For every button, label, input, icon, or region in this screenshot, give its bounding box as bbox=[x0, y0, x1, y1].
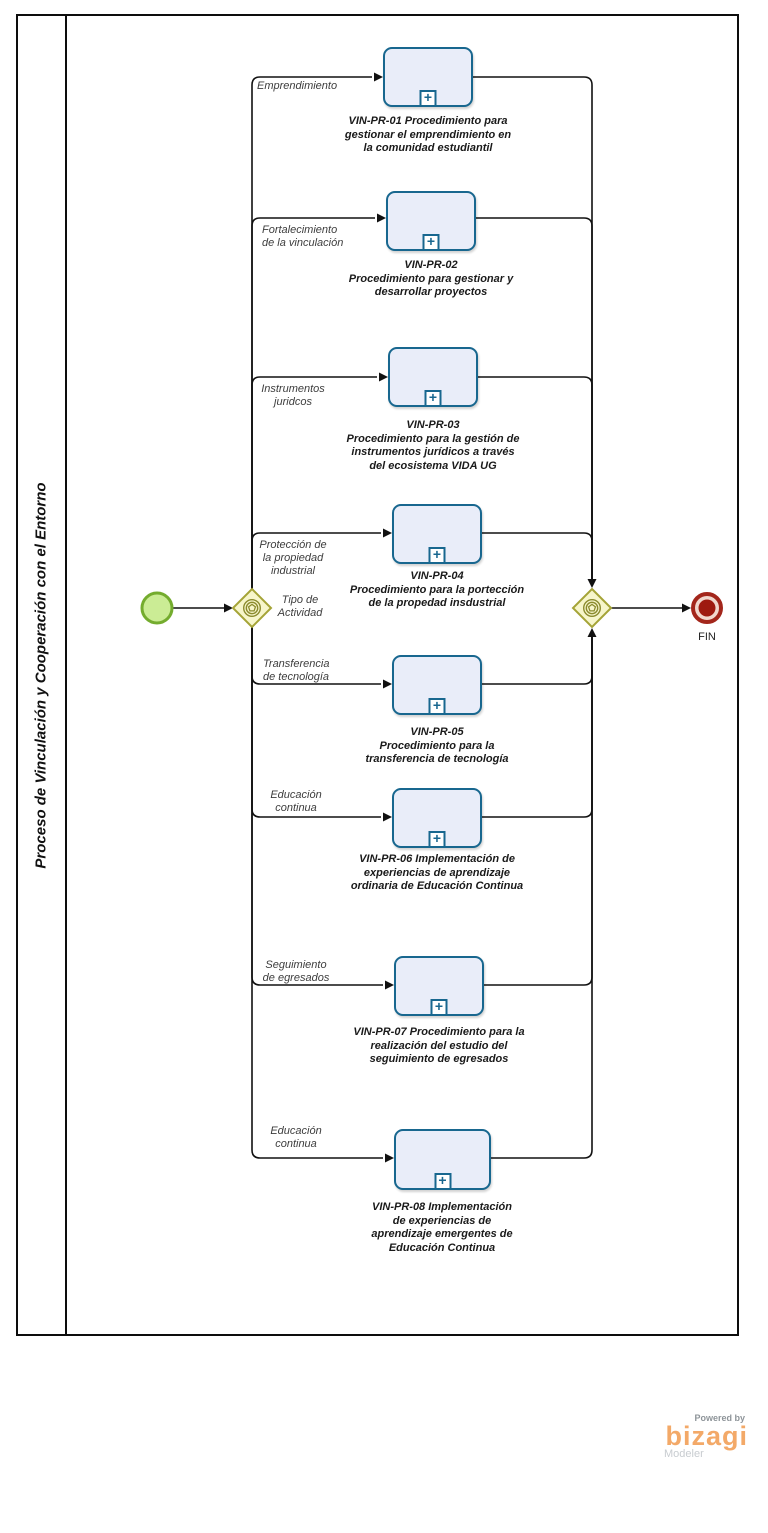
subprocess-plus-icon: + bbox=[430, 999, 448, 1016]
subprocess-vin-pr-01[interactable]: + bbox=[383, 47, 473, 107]
task-caption-vin-pr-02: VIN-PR-02 Procedimiento para gestionar y… bbox=[348, 259, 514, 298]
subprocess-plus-icon: + bbox=[434, 1173, 451, 1190]
subprocess-vin-pr-06[interactable]: + bbox=[392, 788, 482, 848]
flow-label-educacion-continua-1: Educación continua bbox=[270, 789, 322, 814]
event-gateway-icon bbox=[242, 599, 261, 618]
flow-label-proteccion: Protección de la propiedad industrial bbox=[259, 539, 327, 577]
flow-label-fortalecimiento: Fortalecimiento de la vinculación bbox=[262, 224, 344, 249]
task-caption-vin-pr-06: VIN-PR-06 Implementación de experiencias… bbox=[350, 853, 524, 892]
flow-label-instrumentos: Instrumentos juridcos bbox=[261, 383, 325, 408]
subprocess-plus-icon: + bbox=[428, 547, 446, 564]
task-caption-vin-pr-07: VIN-PR-07 Procedimiento para la realizac… bbox=[353, 1026, 525, 1065]
subprocess-vin-pr-05[interactable]: + bbox=[392, 655, 482, 715]
subprocess-plus-icon: + bbox=[424, 390, 442, 407]
task-caption-vin-pr-05: VIN-PR-05 Procedimiento para la transfer… bbox=[365, 726, 509, 765]
bizagi-logo: bizagi bbox=[665, 1421, 748, 1451]
task-caption-vin-pr-03: VIN-PR-03 Procedimiento para la gestión … bbox=[346, 419, 520, 472]
pool-band-divider bbox=[65, 14, 67, 1336]
powered-by-text: Powered by bbox=[694, 1413, 745, 1423]
subprocess-vin-pr-03[interactable]: + bbox=[388, 347, 478, 407]
bizagi-watermark: Powered by bizagi Modeler bbox=[652, 1413, 748, 1460]
task-caption-vin-pr-04: VIN-PR-04 Procedimiento para la portecci… bbox=[349, 570, 525, 609]
subprocess-vin-pr-08[interactable]: + bbox=[394, 1129, 491, 1190]
task-caption-vin-pr-01: VIN-PR-01 Procedimiento para gestionar e… bbox=[344, 115, 512, 154]
event-gateway-split[interactable] bbox=[231, 587, 273, 629]
event-gateway-join[interactable] bbox=[571, 587, 613, 629]
subprocess-plus-icon: + bbox=[428, 698, 446, 715]
subprocess-vin-pr-04[interactable]: + bbox=[392, 504, 482, 564]
gateway-label-tipo-de-actividad: Tipo de Actividad bbox=[277, 594, 323, 619]
flow-arrowheads bbox=[224, 72, 691, 1163]
pool-boundary bbox=[16, 14, 739, 1336]
task-caption-vin-pr-08: VIN-PR-08 Implementación de experiencias… bbox=[371, 1201, 513, 1254]
end-event[interactable] bbox=[691, 592, 723, 624]
subprocess-plus-icon: + bbox=[428, 831, 446, 848]
start-event[interactable] bbox=[140, 591, 174, 625]
flow-label-emprendimiento: Emprendimiento bbox=[257, 80, 338, 92]
subprocess-plus-icon: + bbox=[419, 90, 437, 107]
flow-label-seguimiento: Seguimiento de egresados bbox=[262, 959, 330, 984]
subprocess-vin-pr-07[interactable]: + bbox=[394, 956, 484, 1016]
subprocess-vin-pr-02[interactable]: + bbox=[386, 191, 476, 251]
flow-label-transferencia: Transferencia de tecnología bbox=[263, 658, 330, 683]
event-gateway-icon bbox=[583, 599, 602, 618]
flow-label-educacion-continua-2: Educación continua bbox=[270, 1125, 322, 1150]
sequence-flows bbox=[172, 76, 686, 1159]
end-event-label: FIN bbox=[698, 631, 716, 643]
bizagi-modeler-text: Modeler bbox=[664, 1448, 704, 1460]
subprocess-plus-icon: + bbox=[422, 234, 440, 251]
